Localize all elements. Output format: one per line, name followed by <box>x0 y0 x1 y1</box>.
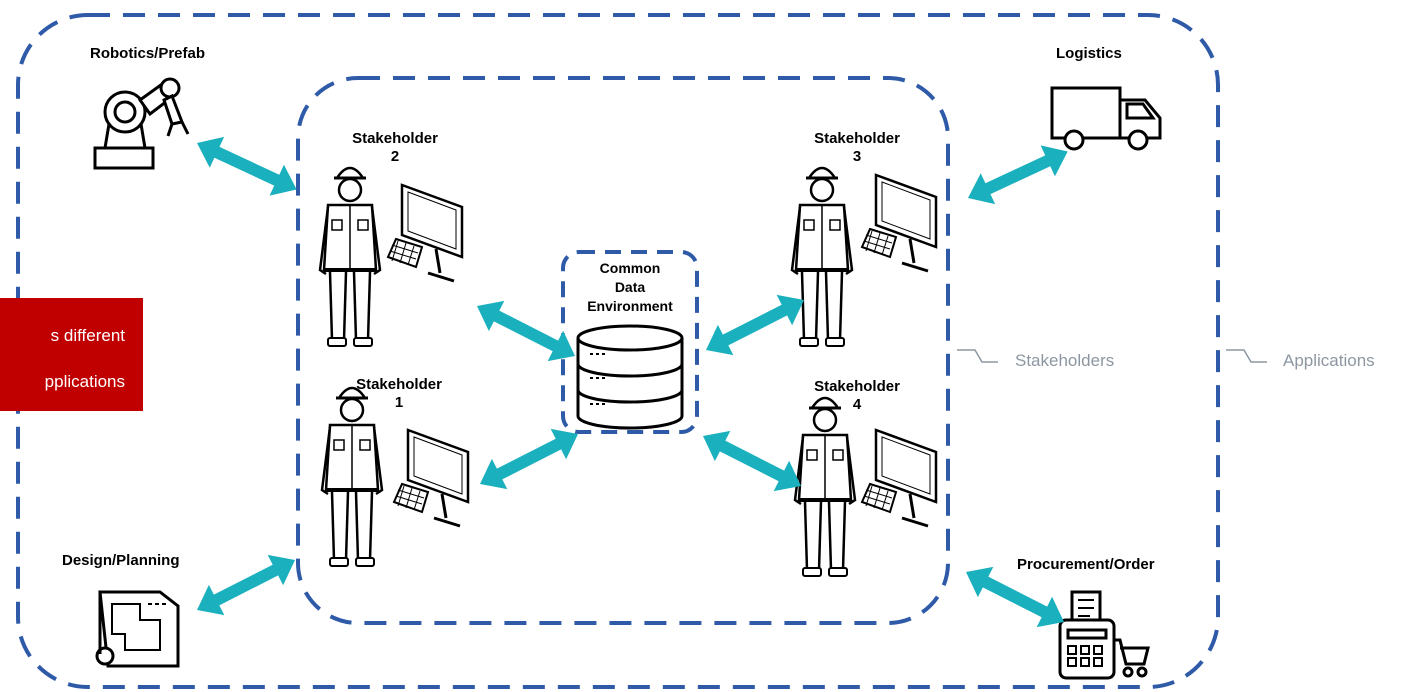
worker-icon <box>793 396 857 578</box>
cde-label: Common Data Environment <box>587 260 673 314</box>
arrow-cde-s3 <box>698 284 812 366</box>
arrow-design-s1 <box>189 544 303 626</box>
worker-icon <box>320 386 384 568</box>
database-icon <box>576 324 684 430</box>
stakeholder-2-label: Stakeholder 2 <box>352 130 438 165</box>
arrow-s3-logistics <box>960 136 1075 214</box>
procurement-label: Procurement/Order <box>1017 556 1155 573</box>
monitor-icon <box>860 428 938 528</box>
overlay-line-2: pplications <box>44 372 125 391</box>
arrow-s2-cde <box>469 290 583 372</box>
truck-icon <box>1050 86 1162 151</box>
stakeholders-boundary <box>296 76 950 625</box>
arrow-robotics-s2 <box>189 127 304 205</box>
monitor-icon <box>860 173 938 273</box>
monitor-icon <box>386 183 464 283</box>
robot-arm-icon <box>93 77 190 170</box>
worker-icon <box>318 166 382 348</box>
stakeholder-1-label: Stakeholder 1 <box>356 376 442 411</box>
applications-callout: Applications <box>1283 351 1375 370</box>
applications-leader <box>1226 349 1267 363</box>
arrow-s1-cde <box>472 418 586 500</box>
monitor-icon <box>392 428 470 528</box>
blueprint-icon <box>95 590 180 668</box>
stakeholders-callout: Stakeholders <box>1015 351 1115 370</box>
design-label: Design/Planning <box>62 552 180 569</box>
overlay-text-box: s different pplications <box>0 298 143 411</box>
arrow-cde-s4 <box>695 420 809 502</box>
pos-terminal-icon <box>1058 590 1150 680</box>
stakeholders-leader <box>957 349 998 363</box>
logistics-label: Logistics <box>1056 45 1122 62</box>
robotics-label: Robotics/Prefab <box>90 45 206 62</box>
worker-icon <box>790 166 854 348</box>
overlay-line-1: s different <box>50 326 125 345</box>
stakeholder-3-label: Stakeholder 3 <box>814 130 900 165</box>
stakeholder-4-label: Stakeholder 4 <box>814 378 900 413</box>
applications-boundary <box>16 13 1220 689</box>
